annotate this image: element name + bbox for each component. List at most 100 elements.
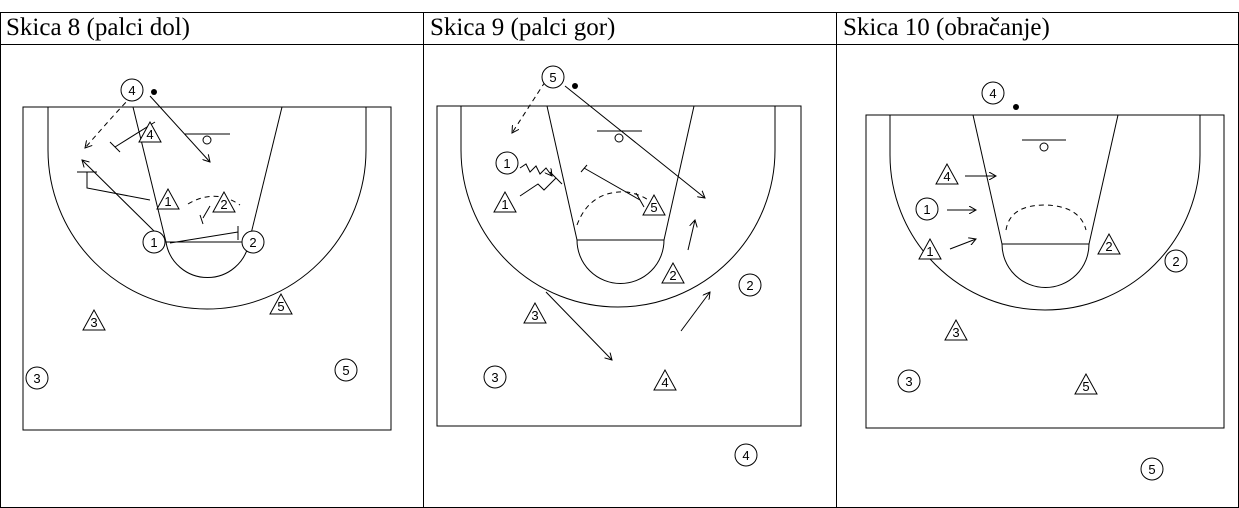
player-number: 3 <box>905 374 912 389</box>
defense-player: 3 <box>82 308 106 331</box>
player-number: 3 <box>90 315 97 330</box>
defense-player: 4 <box>935 162 959 185</box>
court-boundary <box>436 105 802 427</box>
player-number: 2 <box>220 197 227 212</box>
offense-player: 4 <box>120 78 144 102</box>
court-boundary <box>22 106 392 431</box>
ball-icon <box>1013 104 1019 110</box>
player-number: 2 <box>1172 254 1179 269</box>
player-number: 3 <box>491 370 498 385</box>
defense-player: 2 <box>661 261 685 284</box>
basket <box>202 135 212 145</box>
screen-line <box>519 171 563 197</box>
player-number: 1 <box>926 244 933 259</box>
player-number: 4 <box>128 83 135 98</box>
player-number: 5 <box>342 363 349 378</box>
defense-player: 2 <box>212 190 236 213</box>
cut-arrow <box>82 160 156 233</box>
player-number: 4 <box>661 375 668 390</box>
cut-arrow <box>687 220 695 251</box>
ball-icon <box>572 83 578 89</box>
pass-arrow <box>1005 204 1087 231</box>
player-number: 4 <box>989 86 996 101</box>
court-diagram-10: 4 1 2 3 5 4 1 2 3 5 <box>865 81 1225 481</box>
player-number: 3 <box>33 371 40 386</box>
player-number: 4 <box>146 127 153 142</box>
offense-player: 4 <box>981 81 1005 105</box>
player-number: 1 <box>923 202 930 217</box>
player-number: 5 <box>277 299 284 314</box>
player-number: 4 <box>943 169 950 184</box>
dribble-arrow <box>519 163 552 176</box>
three-point-arc <box>460 106 776 308</box>
cut-arrow <box>680 292 710 332</box>
lane-left <box>546 105 578 241</box>
defense-player: 2 <box>1097 232 1121 255</box>
lane-right <box>663 105 695 241</box>
player-number: 1 <box>150 235 157 250</box>
cut-arrow <box>545 291 612 360</box>
player-number: 1 <box>503 156 510 171</box>
offense-player: 3 <box>483 365 507 389</box>
cut-arrow <box>564 85 705 198</box>
player-number: 3 <box>531 308 538 323</box>
header-divider <box>0 44 1239 45</box>
offense-player: 1 <box>915 197 939 221</box>
lane-left <box>132 106 167 243</box>
defense-player: 3 <box>944 318 968 341</box>
player-number: 2 <box>249 235 256 250</box>
lane-right <box>1088 114 1119 245</box>
panel-title-8: Skica 8 (palci dol) <box>6 14 190 41</box>
panel-title-9: Skica 9 (palci gor) <box>430 14 616 41</box>
court-boundary <box>865 114 1225 429</box>
player-number: 5 <box>1148 462 1155 477</box>
defense-player: 1 <box>156 187 180 210</box>
offense-player: 2 <box>1164 249 1188 273</box>
offense-player: 1 <box>142 230 166 254</box>
free-throw-circle <box>1001 243 1090 288</box>
player-number: 5 <box>650 200 657 215</box>
free-throw-circle <box>165 241 250 278</box>
three-point-arc <box>889 115 1201 311</box>
three-point-arc <box>47 107 367 310</box>
offense-player: 3 <box>897 369 921 393</box>
defense-player: 5 <box>269 292 293 315</box>
defense-player: 5 <box>1074 372 1098 395</box>
offense-player: 1 <box>495 151 519 175</box>
basket <box>1039 142 1049 152</box>
player-number: 1 <box>164 194 171 209</box>
offense-player: 2 <box>241 230 265 254</box>
defense-player: 1 <box>918 237 942 260</box>
cut-arrow <box>949 239 976 250</box>
player-number: 2 <box>746 278 753 293</box>
defense-player: 4 <box>138 120 162 143</box>
lane-right <box>248 106 283 243</box>
court-diagram-8: 4 1 2 3 5 4 1 2 3 5 <box>22 78 392 431</box>
column-divider <box>423 12 424 508</box>
player-number: 1 <box>501 197 508 212</box>
ball-icon <box>151 89 157 95</box>
player-number: 5 <box>1082 379 1089 394</box>
column-divider <box>836 12 837 508</box>
pass-arrow <box>187 195 241 206</box>
screen-line <box>199 205 211 225</box>
defense-player: 5 <box>642 193 666 216</box>
free-throw-circle <box>576 239 665 284</box>
player-number: 2 <box>669 268 676 283</box>
court-diagram-9: 5 1 2 3 4 1 5 2 3 4 <box>436 65 802 467</box>
basket <box>614 133 624 143</box>
offense-player: 5 <box>541 65 565 89</box>
offense-player: 2 <box>738 273 762 297</box>
offense-player: 5 <box>1140 457 1164 481</box>
defense-player: 4 <box>653 368 677 391</box>
pass-arrow <box>512 81 546 133</box>
offense-player: 4 <box>734 443 758 467</box>
player-number: 2 <box>1105 239 1112 254</box>
lane-left <box>972 114 1003 245</box>
screen-line <box>77 171 151 201</box>
offense-player: 5 <box>334 358 358 382</box>
defense-player: 3 <box>523 301 547 324</box>
panel-title-10: Skica 10 (obračanje) <box>843 14 1050 41</box>
cut-arrow <box>149 95 210 162</box>
